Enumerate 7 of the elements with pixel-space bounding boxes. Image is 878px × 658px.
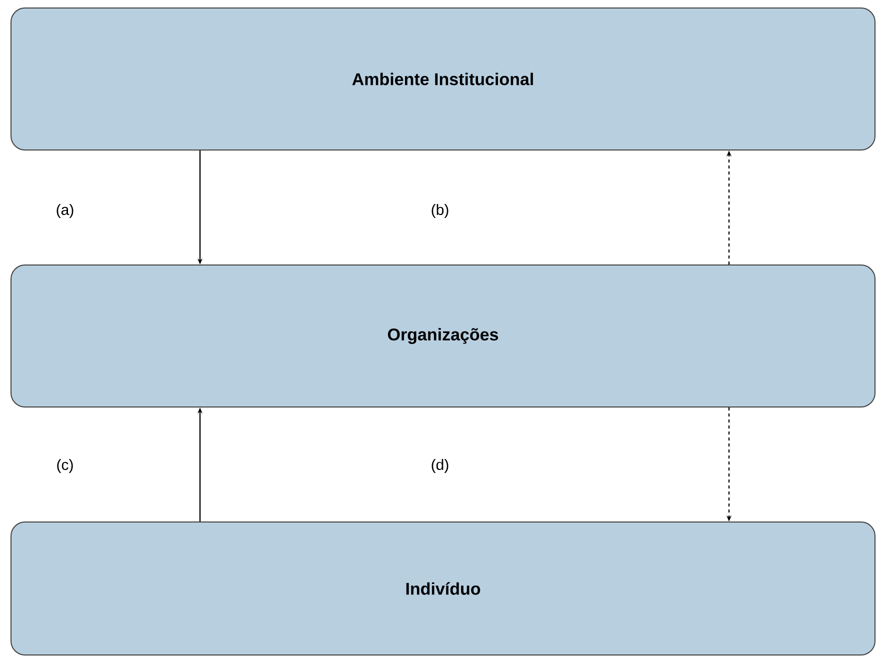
process-box: Ambiente Institucional [10, 8, 876, 150]
letter-label: (d) [432, 459, 448, 473]
process-box: Organizações [10, 264, 876, 408]
letter-label: (c) [57, 459, 73, 473]
letter-label: (b) [432, 204, 448, 218]
process-box: Indivíduo [10, 522, 876, 656]
letter-label: (a) [56, 204, 74, 218]
